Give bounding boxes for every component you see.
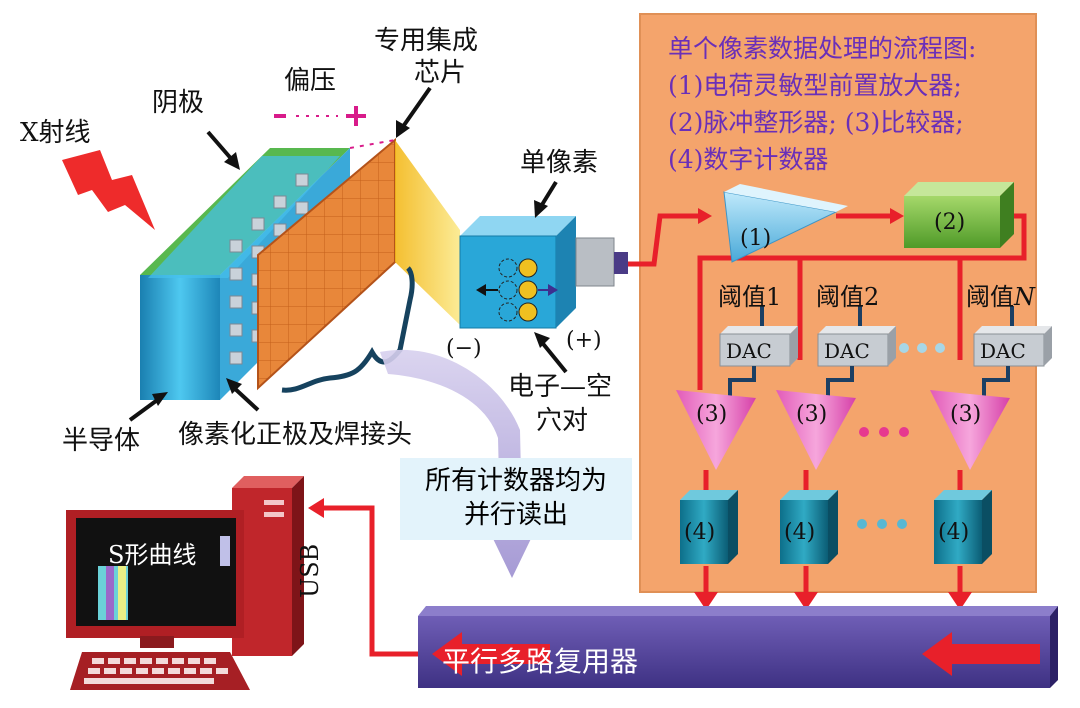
threshold-n-label: 阈值N [966,282,1035,312]
dac-2-label: DAC [824,339,870,363]
readout-brace [281,266,415,393]
minus-terminal-label: (−) [446,336,482,361]
plus-terminal-label: (+) [566,328,602,353]
mux-arrows [432,632,1040,676]
xray-label: X射线 [20,118,91,148]
pixel-anode-label: 像素化正极及焊接头 [178,420,413,450]
usb-path [322,505,418,657]
dac-1-label: DAC [726,339,772,363]
flow-line-2: (1)电荷灵敏型前置放大器; [668,71,962,100]
single-pixel-label: 单像素 [520,148,599,178]
flow-line-1: 单个像素数据处理的流程图: [668,34,977,63]
bias-label: 偏压 [284,66,337,96]
signal-path [628,213,1027,592]
single-pixel-block [460,216,576,236]
xray-bolt-icon [62,150,155,230]
counter-1-label: (4) [684,520,716,545]
multiplexer-label: 平行多路复用器 [441,645,638,678]
counter-2-label: (4) [784,520,816,545]
flow-line-3: (2)脉冲整形器; (3)比较器; [668,108,964,137]
semiconductor-label: 半导体 [62,426,141,456]
shaper-label: (2) [934,210,966,235]
counter-n-label: (4) [938,520,970,545]
callout-line1: 所有计数器均为 [424,466,607,496]
monitor-s-curve-label: S形曲线 [108,541,197,569]
shaper-block [904,182,1014,196]
counters [680,490,992,564]
threshold-n-index: N [1014,283,1035,311]
threshold-n-prefix: 阈值 [966,283,1014,311]
comparator-n-label: (3) [950,402,982,427]
pixel-projection [395,140,460,325]
parallel-readout-callout: 所有计数器均为 并行读出 [400,458,632,540]
cathode-label: 阴极 [152,88,205,118]
threshold-2-label: 阈值2 [816,283,880,311]
comparators [676,390,1010,470]
preamp-label: (1) [740,226,772,251]
computer-icon [66,476,304,690]
asic-label-line1: 专用集成 [374,26,479,56]
electron-hole-label-line1: 电子—空 [508,372,613,402]
annotation-arrows [128,86,568,422]
flow-description: 单个像素数据处理的流程图: (1)电荷灵敏型前置放大器; (2)脉冲整形器; (… [668,30,976,178]
electron-hole-label-line2: 穴对 [536,406,589,436]
comparator-1-label: (3) [696,402,728,427]
dac-boxes [719,326,1052,367]
usb-label: USB [296,543,324,598]
comparator-2-label: (3) [796,402,828,427]
electron-hole-pairs [476,258,558,322]
callout-line2: 并行读出 [463,500,568,530]
flow-line-4: (4)数字计数器 [668,145,829,174]
asic-label-line2: 芯片 [414,58,467,88]
dac-n-label: DAC [980,339,1026,363]
threshold-1-label: 阈值1 [718,283,782,311]
